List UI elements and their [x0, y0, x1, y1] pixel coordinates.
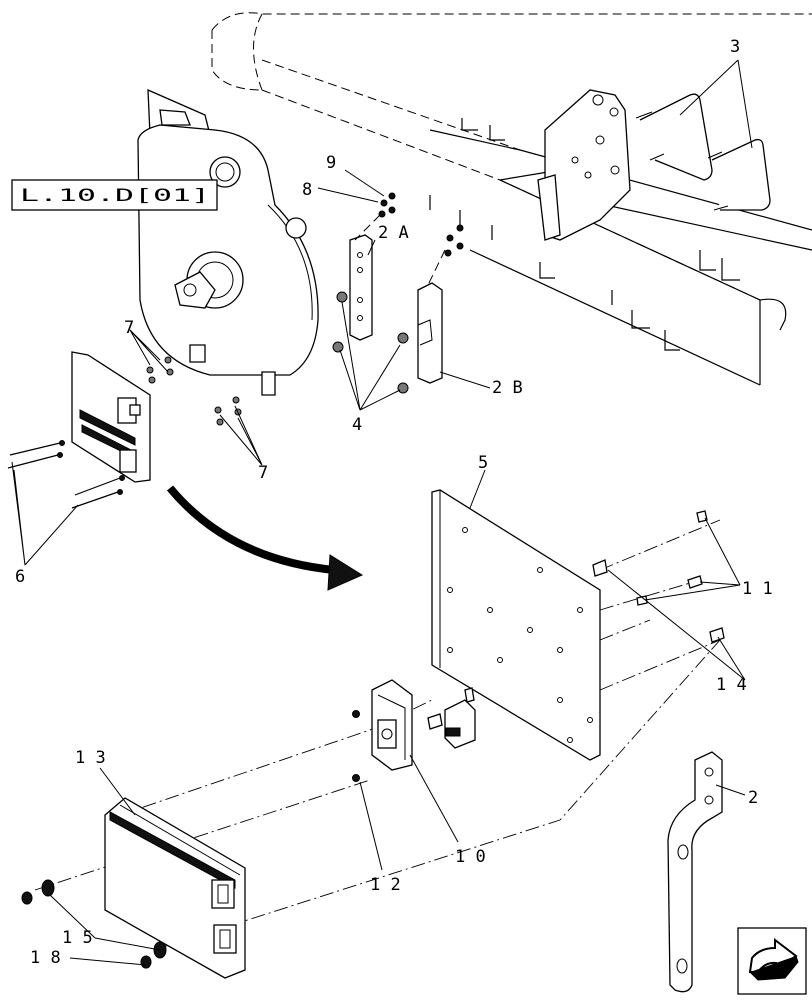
callout-7-upper: 7 [124, 318, 134, 338]
callout-3: 3 [730, 37, 740, 57]
circuit-board-upper [71, 351, 151, 483]
bracket-2a [349, 234, 373, 341]
screws-7 [146, 356, 242, 426]
bracket-2b [417, 282, 443, 384]
callout-8: 8 [302, 180, 312, 200]
transition-arrow [166, 485, 364, 591]
mounting-plate [431, 489, 601, 761]
bolts-6 [7, 440, 125, 509]
callout-2: 2 [748, 788, 758, 808]
relay-small [427, 687, 476, 749]
reference-box-label: L.10.D[01] [20, 186, 210, 206]
u-bolts [635, 93, 771, 211]
callout-labels: 3 9 8 2 A 2 B 4 7 7 6 5 1 1 1 4 1 0 1 2 … [15, 37, 773, 968]
strap-bracket-2 [667, 751, 723, 993]
arrow-next-icon[interactable] [737, 927, 807, 995]
callout-2a: 2 A [378, 223, 409, 243]
reel-housing [137, 88, 319, 396]
fasteners-upper [332, 192, 464, 394]
bolts-11-14 [592, 510, 725, 643]
callout-7-lower: 7 [258, 463, 268, 483]
callout-13: 1 3 [75, 748, 106, 768]
callout-2b: 2 B [492, 378, 523, 398]
callout-11: 1 1 [742, 579, 773, 599]
callout-14: 1 4 [716, 675, 747, 695]
module-10 [371, 679, 413, 771]
projection-lines [34, 519, 721, 949]
reference-box: L.10.D[01] [11, 179, 218, 211]
callout-4: 4 [352, 415, 362, 435]
callout-15: 1 5 [62, 928, 93, 948]
leader-lines [11, 59, 753, 966]
callout-12: 1 2 [370, 875, 401, 895]
control-module-13 [104, 797, 246, 979]
nuts-12 [352, 710, 360, 782]
callout-6: 6 [15, 567, 25, 587]
callout-10: 1 0 [455, 847, 486, 867]
callout-5: 5 [478, 453, 488, 473]
mounting-bracket [537, 89, 631, 241]
callout-9: 9 [326, 153, 336, 173]
callout-18: 1 8 [30, 948, 61, 968]
